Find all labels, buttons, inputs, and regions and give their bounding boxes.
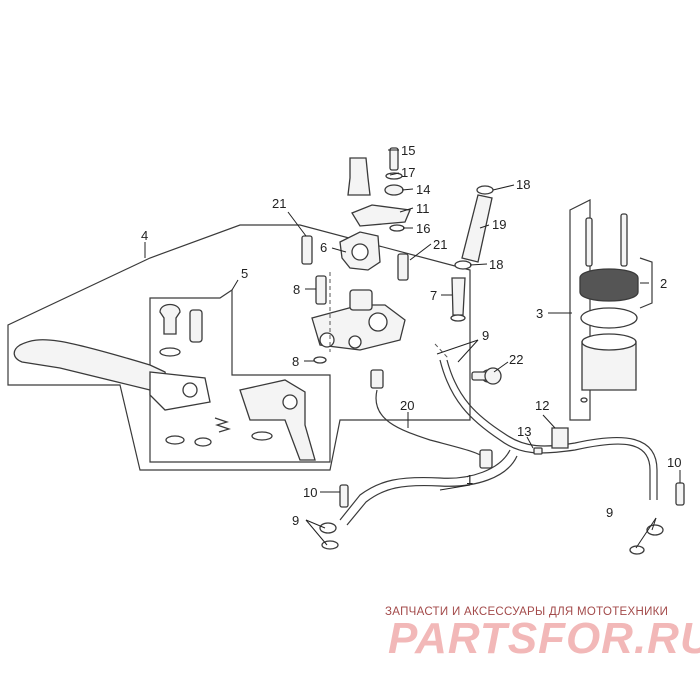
callout-label: 1 <box>466 472 473 487</box>
brake-lever <box>13 339 211 411</box>
lever-clips <box>165 417 273 447</box>
brake-light-switch <box>347 157 371 196</box>
callout-label: 13 <box>517 424 531 439</box>
watermark-tagline: ЗАПЧАСТИ И АКСЕССУАРЫ ДЛЯ МОТОТЕХНИКИ <box>385 606 669 618</box>
leader-lines <box>144 149 681 549</box>
callout-label: 10 <box>303 485 317 500</box>
callout-label: 14 <box>416 182 430 197</box>
bracket-2 <box>639 257 653 309</box>
callout-label: 17 <box>401 165 415 180</box>
callout-label: 19 <box>492 217 506 232</box>
callout-label: 11 <box>416 201 430 216</box>
banjo-bolt <box>471 367 502 385</box>
switch-cable <box>370 369 493 469</box>
adjuster-block <box>239 379 316 461</box>
callout-label: 9 <box>292 513 299 528</box>
assembly-outline-3 <box>569 199 591 421</box>
callout-label: 18 <box>489 257 503 272</box>
guide-line <box>434 343 449 359</box>
fluid-reservoir <box>579 213 639 403</box>
callout-label: 8 <box>293 282 300 297</box>
callout-label: 9 <box>482 328 489 343</box>
cap-screw-stack <box>351 147 411 232</box>
callout-label: 22 <box>509 352 523 367</box>
callout-label: 10 <box>667 455 681 470</box>
callout-label: 12 <box>535 398 549 413</box>
callout-label: 21 <box>433 237 447 252</box>
assembly-outline-5 <box>149 288 331 463</box>
callout-label: 18 <box>516 177 530 192</box>
callout-label: 2 <box>660 276 667 291</box>
callout-label: 16 <box>416 221 430 236</box>
callout-label: 4 <box>141 228 148 243</box>
callout-label: 5 <box>241 266 248 281</box>
callout-label: 7 <box>430 288 437 303</box>
reservoir-hose <box>450 185 494 322</box>
callout-label: 15 <box>401 143 415 158</box>
clamp-bolts <box>301 235 409 364</box>
handlebar-clamp <box>339 231 381 271</box>
hose-guide <box>533 427 569 455</box>
watermark-logo: PARTSFOR.RU <box>388 614 700 663</box>
callout-label: 3 <box>536 306 543 321</box>
callout-label: 8 <box>292 354 299 369</box>
callout-label: 21 <box>272 196 286 211</box>
callout-label: 6 <box>320 240 327 255</box>
assembly-outline-4 <box>7 224 471 471</box>
callout-label: 9 <box>606 505 613 520</box>
pivot-bolt-and-bushing <box>159 303 203 357</box>
callout-label: 20 <box>400 398 414 413</box>
